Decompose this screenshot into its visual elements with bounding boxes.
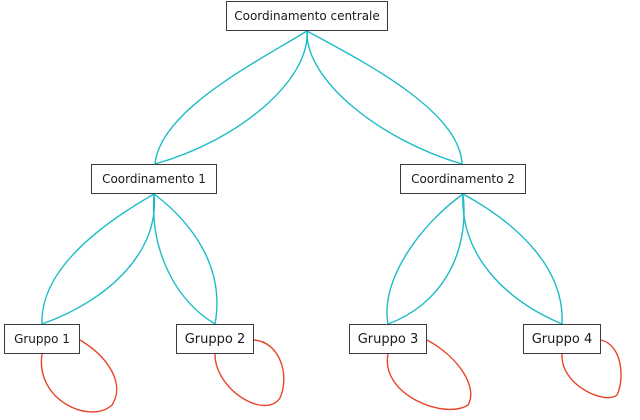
edge-c1-g1-inner	[41, 193, 156, 325]
edge-c2-g4-inner	[462, 193, 563, 325]
self-loop-gruppo-1	[40, 339, 118, 413]
node-label: Gruppo 3	[357, 331, 419, 347]
node-coordinamento-1[interactable]: Coordinamento 1	[91, 164, 217, 194]
node-label: Coordinamento centrale	[234, 9, 380, 23]
node-gruppo-1[interactable]: Gruppo 1	[4, 324, 80, 354]
node-label: Coordinamento 2	[411, 172, 515, 186]
edge-central-c1-outer	[154, 30, 308, 165]
edge-c1-g2-inner	[152, 193, 216, 325]
node-gruppo-4[interactable]: Gruppo 4	[523, 324, 601, 354]
self-loop-gruppo-3	[386, 339, 472, 410]
edge-central-c1-inner	[154, 30, 308, 165]
edge-c1-g2-outer	[153, 193, 218, 325]
edge-c2-g4-outer	[462, 193, 563, 325]
self-loop-gruppo-2	[214, 339, 285, 407]
edge-c2-g3-outer	[386, 193, 464, 325]
node-label: Coordinamento 1	[102, 172, 206, 186]
node-label: Gruppo 4	[531, 331, 593, 347]
node-coordinamento-2[interactable]: Coordinamento 2	[400, 164, 526, 194]
edge-c1-g1-outer	[41, 193, 155, 325]
self-loop-gruppo-4	[561, 339, 622, 399]
node-label: Gruppo 2	[184, 331, 246, 347]
self-loops-layer	[40, 339, 622, 413]
node-gruppo-3[interactable]: Gruppo 3	[349, 324, 427, 354]
node-gruppo-2[interactable]: Gruppo 2	[176, 324, 254, 354]
edge-central-c2-outer	[306, 30, 463, 165]
edge-central-c2-inner	[306, 30, 463, 165]
edge-c2-g3-inner	[387, 193, 465, 325]
edges-layer	[41, 30, 563, 325]
node-coordinamento-centrale[interactable]: Coordinamento centrale	[226, 1, 388, 31]
node-label: Gruppo 1	[14, 332, 70, 346]
